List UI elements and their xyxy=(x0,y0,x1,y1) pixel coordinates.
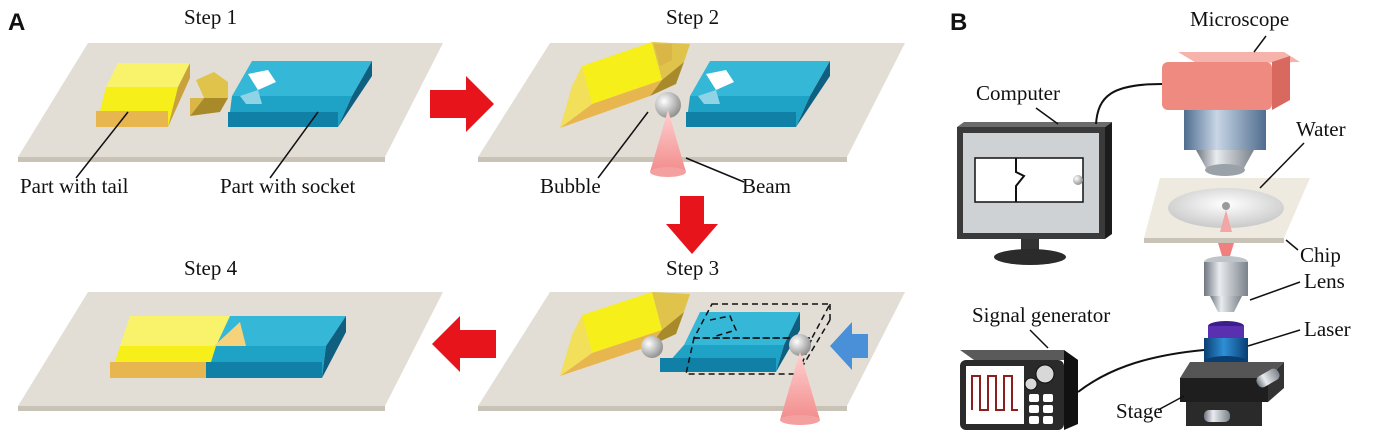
step3-diagram xyxy=(478,292,905,425)
label-water: Water xyxy=(1296,117,1346,141)
label-signal-generator: Signal generator xyxy=(972,303,1110,327)
label-chip: Chip xyxy=(1300,243,1341,267)
step2-diagram xyxy=(478,42,905,183)
socket-part xyxy=(228,61,372,127)
step4-title: Step 4 xyxy=(184,256,238,280)
panel-label-b: B xyxy=(950,9,967,36)
label-beam: Beam xyxy=(742,174,791,198)
step1-plate xyxy=(18,43,443,157)
step2-title: Step 2 xyxy=(666,5,719,29)
label-tail-part: Part with tail xyxy=(20,174,129,198)
arrow-step2-to-step3 xyxy=(666,196,718,254)
signal-generator xyxy=(960,350,1078,430)
step3-title: Step 3 xyxy=(666,256,719,280)
panel-label-a: A xyxy=(8,9,25,36)
lens xyxy=(1204,256,1248,312)
tail-part-step3 xyxy=(560,292,690,376)
assembled-parts xyxy=(110,316,346,378)
tail-part xyxy=(96,63,228,127)
bubble-step2 xyxy=(655,92,681,118)
chip-with-water xyxy=(1144,178,1310,243)
socket-part-step2 xyxy=(686,61,830,127)
step1-diagram xyxy=(18,43,443,179)
label-computer: Computer xyxy=(976,81,1060,105)
computer xyxy=(957,122,1112,265)
label-microscope: Microscope xyxy=(1190,7,1289,31)
step4-diagram xyxy=(18,292,443,411)
label-bubble: Bubble xyxy=(540,174,601,198)
stage xyxy=(1180,362,1284,426)
laser xyxy=(1204,321,1248,368)
arrow-step1-to-step2 xyxy=(430,76,494,132)
microscope xyxy=(1162,52,1300,176)
label-laser: Laser xyxy=(1304,317,1351,341)
beam-step3 xyxy=(780,352,820,420)
bubble-step3 xyxy=(789,334,811,356)
arrow-step3-to-step4 xyxy=(432,316,496,372)
beam-step2 xyxy=(650,110,686,172)
label-stage: Stage xyxy=(1116,399,1163,423)
tail-part-lifted xyxy=(560,42,690,128)
label-lens: Lens xyxy=(1304,269,1345,293)
step1-title: Step 1 xyxy=(184,5,237,29)
label-socket-part: Part with socket xyxy=(220,174,355,198)
blue-push-arrow xyxy=(830,322,868,370)
